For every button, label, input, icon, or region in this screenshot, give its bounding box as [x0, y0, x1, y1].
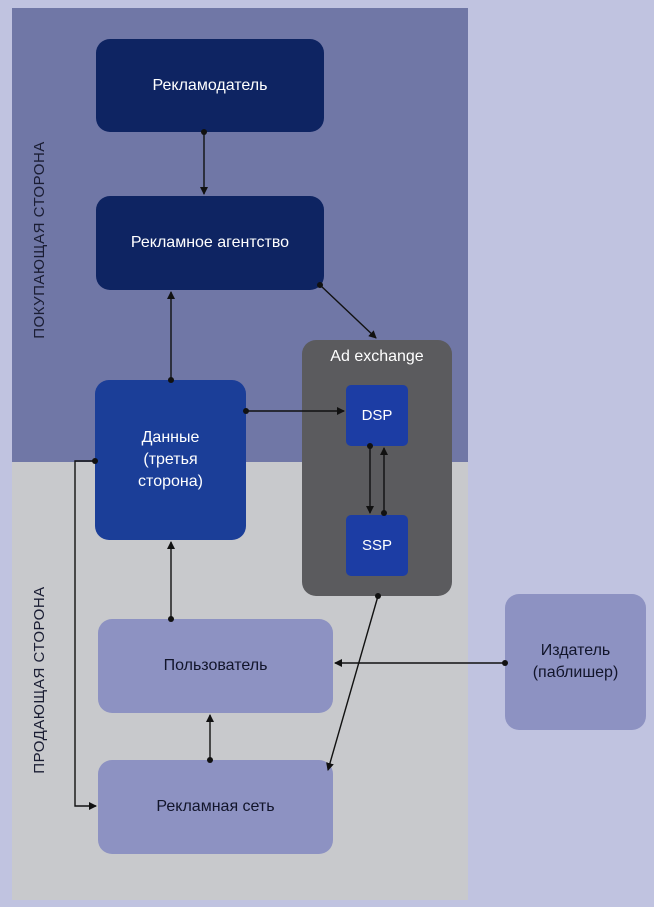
third-party-data-node: Данные (третья сторона): [95, 380, 246, 540]
arrow-data-to-adnet: [74, 460, 97, 810]
ad-agency-node: Рекламное агентство: [96, 196, 324, 290]
dot-ssp: [381, 510, 387, 516]
dot-dsp: [367, 443, 373, 449]
ssp-node: SSP: [346, 515, 408, 576]
dot-publisher: [502, 660, 508, 666]
arrow-agency-to-dsp: [319, 284, 377, 339]
dot-agency: [317, 282, 323, 288]
dot-user: [168, 616, 174, 622]
dot-data-top: [168, 377, 174, 383]
ad-exchange-title: Ad exchange: [330, 348, 424, 365]
dot-data-left: [92, 458, 98, 464]
dot-advertiser: [201, 129, 207, 135]
ad-network-node: Рекламная сеть: [98, 760, 333, 854]
dsp-node: DSP: [346, 385, 408, 446]
advertiser-node: Рекламодатель: [96, 39, 324, 132]
dot-adnet: [207, 757, 213, 763]
publisher-node: Издатель (паблишер): [505, 594, 646, 730]
dot-exchange: [375, 593, 381, 599]
arrow-exchange-to-adnet: [326, 595, 379, 771]
user-node: Пользователь: [98, 619, 333, 713]
dot-data-right: [243, 408, 249, 414]
